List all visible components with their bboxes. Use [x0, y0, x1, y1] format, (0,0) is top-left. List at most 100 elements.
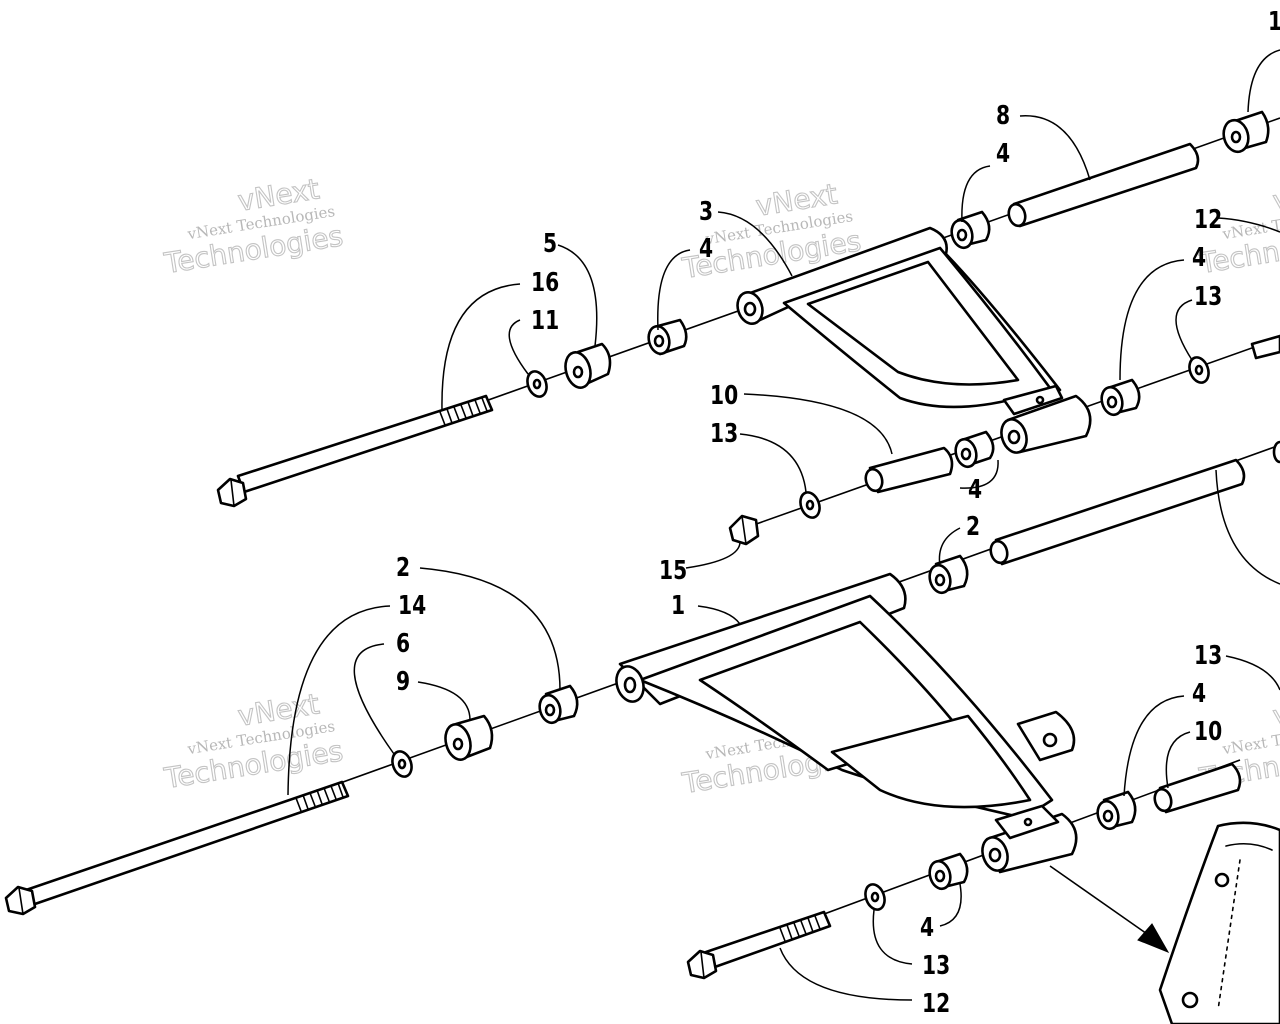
- leader-4b: [961, 165, 991, 223]
- bolt-threads: [295, 782, 344, 812]
- leader-6: [353, 643, 395, 755]
- sleeve-lower-long: [989, 458, 1246, 566]
- callout-4: 4: [1192, 243, 1206, 273]
- washer-upper-13b: [1188, 356, 1210, 384]
- watermark-top-center: vNext vNext Technologies Technologies: [679, 177, 864, 286]
- bushing-upper-4d: [1100, 378, 1141, 417]
- leader-8: [1019, 115, 1091, 181]
- washer-upper-13: [799, 491, 821, 519]
- callout-13: 13: [1194, 282, 1222, 312]
- upper-arm-rear-pivot: [1006, 394, 1092, 454]
- bolt-head-edge: [18, 887, 24, 915]
- bushing-lower-4f: [928, 852, 969, 891]
- leader-13c: [1225, 655, 1280, 691]
- callout-16: 16: [531, 268, 559, 298]
- bracket-hole: [1035, 395, 1045, 405]
- callout-2: 2: [966, 512, 980, 542]
- washer-lower-6: [391, 750, 413, 778]
- callout-17: 17: [1268, 7, 1280, 37]
- leader-16: [441, 283, 521, 411]
- bushing-lower-2a: [538, 684, 579, 725]
- leader-5: [557, 244, 598, 347]
- bolt-threads: [779, 915, 821, 942]
- callout-labels: 17 8 4 3 4 5 16 11 12 4 13 10 13 4 15 2 …: [396, 7, 1280, 1019]
- flanged-bushing-17: [1222, 110, 1270, 154]
- bushing-upper-4a: [647, 318, 688, 356]
- leader-15: [685, 541, 741, 569]
- flanged-bushing-9: [444, 714, 494, 761]
- callout-12: 12: [922, 989, 950, 1019]
- bolt-shank: [236, 394, 494, 494]
- callout-5: 5: [543, 229, 557, 259]
- lower-arm-rear-pivot: [988, 812, 1078, 874]
- leader-12a: [1217, 217, 1280, 233]
- shock-mount-hole: [1042, 732, 1058, 748]
- sleeve-end-right: [1272, 440, 1280, 464]
- leader-13a: [739, 433, 807, 493]
- long-bolt-lower: [4, 780, 350, 916]
- bolt-end-right: [1250, 334, 1280, 360]
- leader-3: [717, 211, 793, 277]
- leader-13b: [1175, 299, 1193, 361]
- bolt-head-edge: [230, 479, 235, 507]
- callout-4: 4: [920, 913, 934, 943]
- leader-2a: [419, 567, 561, 691]
- leader-10a: [743, 393, 893, 455]
- leader-4c: [959, 459, 999, 489]
- washer-upper-11: [526, 370, 548, 398]
- watermark-text: vNext: [1271, 172, 1280, 217]
- leader-2b: [938, 527, 961, 567]
- sleeve-8: [1007, 142, 1200, 228]
- sleeve-10-lower: [1153, 762, 1242, 814]
- callout-4: 4: [1192, 679, 1206, 709]
- leader-14: [287, 605, 391, 796]
- callout-8: 8: [996, 101, 1010, 131]
- callout-14: 14: [398, 591, 426, 621]
- short-bolt-lower: [686, 910, 832, 980]
- pivot-bore: [743, 301, 757, 317]
- callout-13: 13: [922, 951, 950, 981]
- bolt-threads: [439, 397, 488, 426]
- watermark-top-left: vNext vNext Technologies Technologies: [161, 172, 346, 281]
- bushing-upper-4b: [950, 210, 991, 250]
- callout-11: 11: [531, 306, 559, 336]
- leader-12b: [779, 947, 913, 1001]
- bolt-shank: [24, 780, 350, 907]
- pivot-bore: [988, 847, 1002, 863]
- callout-6: 6: [396, 629, 410, 659]
- leader-4d: [1119, 259, 1185, 381]
- upper-arm-opening: [806, 260, 1020, 386]
- leader-10b: [1165, 731, 1191, 789]
- pivot-bore: [623, 676, 637, 694]
- sleeve-10-upper: [864, 446, 954, 494]
- watermark-bottom-left: vNext vNext Technologies Technologies: [161, 687, 346, 796]
- callout-4: 4: [699, 234, 713, 264]
- callout-4: 4: [996, 139, 1010, 169]
- callout-1: 1: [671, 591, 685, 621]
- bolt-head-edge: [700, 951, 705, 979]
- direction-arrow: [1049, 865, 1170, 953]
- bushing-lower-4e: [1096, 790, 1137, 831]
- leader-4f: [939, 883, 962, 927]
- leader-4e: [1123, 695, 1185, 797]
- callout-2: 2: [396, 553, 410, 583]
- callout-13: 13: [710, 419, 738, 449]
- bolt-shank: [704, 910, 832, 970]
- callout-10: 10: [710, 381, 738, 411]
- pivot-bore: [1007, 429, 1021, 445]
- leader-lower-sleeve: [1215, 469, 1280, 585]
- bracket-hole: [1023, 817, 1033, 827]
- leader-4a: [657, 249, 691, 331]
- upper-arm-bracket: [1002, 384, 1064, 416]
- frame-member: [1158, 821, 1280, 1024]
- upper-a-arm: [736, 226, 1092, 454]
- callout-3: 3: [699, 197, 713, 227]
- callout-15: 15: [659, 556, 687, 586]
- callout-10: 10: [1194, 717, 1222, 747]
- lower-a-arm: [615, 572, 1078, 874]
- callout-12: 12: [1194, 205, 1222, 235]
- nut-15: [728, 514, 760, 546]
- leader-lines: [287, 49, 1280, 1001]
- watermark-text: vNext: [1271, 687, 1280, 732]
